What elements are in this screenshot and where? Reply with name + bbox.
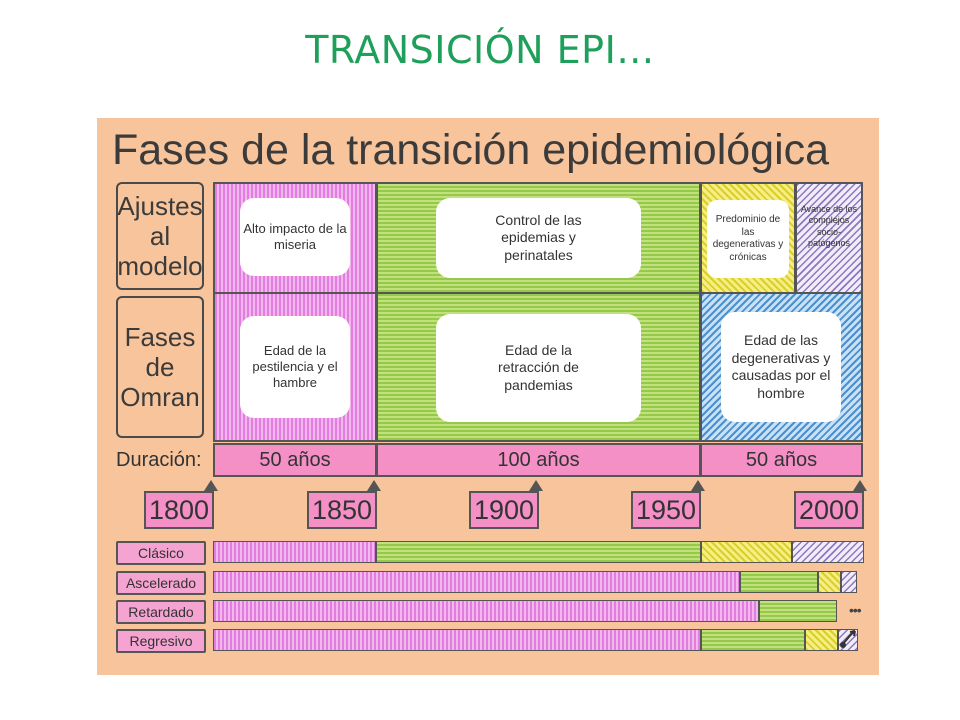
regression-arrow-icon: [840, 630, 856, 648]
year-arrow: [691, 480, 705, 491]
model-label-clasico: Clásico: [116, 541, 206, 565]
year-1850: 1850: [307, 491, 377, 529]
year-arrow: [204, 480, 218, 491]
row-label-ajustes: Ajustes al modelo: [116, 182, 204, 290]
year-arrow: [529, 480, 543, 491]
model-bar-clasico-yellow: [701, 541, 792, 563]
text-degenerativas: Edad de las degenerativas y causadas por…: [721, 312, 841, 422]
model-bar-acelerado-green: [740, 571, 818, 593]
diagram-title: Fases de la transición epidemiológica: [112, 126, 830, 174]
continuation-dots: •••: [849, 602, 862, 618]
model-bar-regresivo-green: [701, 629, 805, 651]
model-bar-acelerado-yellow: [818, 571, 841, 593]
year-2000: 2000: [794, 491, 864, 529]
ajustes-cell-avance: [795, 182, 863, 294]
year-1900: 1900: [469, 491, 539, 529]
model-bar-regresivo-pink: [213, 629, 701, 651]
year-arrow: [853, 480, 867, 491]
model-label-retardado: Retardado: [116, 600, 206, 624]
model-bar-acelerado-pink: [213, 571, 740, 593]
duracion-100: 100 años: [376, 443, 701, 477]
text-predominio: Predominio de las degenerativas y crónic…: [707, 200, 789, 278]
year-arrow: [367, 480, 381, 491]
model-bar-retardado-pink: [213, 600, 759, 622]
text-control-epidemias: Control de las epidemias y perinatales: [436, 198, 641, 278]
model-label-acelerado: Ascelerado: [116, 571, 206, 595]
model-bar-clasico-purple: [792, 541, 864, 563]
epidemiological-transition-diagram: Fases de la transición epidemiológica Aj…: [97, 118, 879, 675]
slide-title: TRANSICIÓN EPI…: [305, 28, 655, 72]
model-bar-clasico-pink: [213, 541, 376, 563]
row-label-fases-omran: Fases de Omran: [116, 296, 204, 438]
year-1800: 1800: [144, 491, 214, 529]
year-1950: 1950: [631, 491, 701, 529]
duracion-label: Duración:: [116, 449, 202, 471]
text-alto-impacto: Alto impacto de la miseria: [240, 198, 350, 276]
model-bar-retardado-green: [759, 600, 837, 622]
model-bar-regresivo-yellow: [805, 629, 838, 651]
text-pestilencia: Edad de la pestilencia y el hambre: [240, 316, 350, 418]
duracion-50-b: 50 años: [700, 443, 863, 477]
text-avance-complejos: Avance de los complejos socio-patógenos: [800, 204, 858, 248]
duracion-50-a: 50 años: [213, 443, 377, 477]
model-bar-clasico-green: [376, 541, 701, 563]
model-label-regresivo: Regresivo: [116, 629, 206, 653]
text-retraccion: Edad de la retracción de pandemias: [436, 314, 641, 422]
model-bar-acelerado-purple: [841, 571, 857, 593]
